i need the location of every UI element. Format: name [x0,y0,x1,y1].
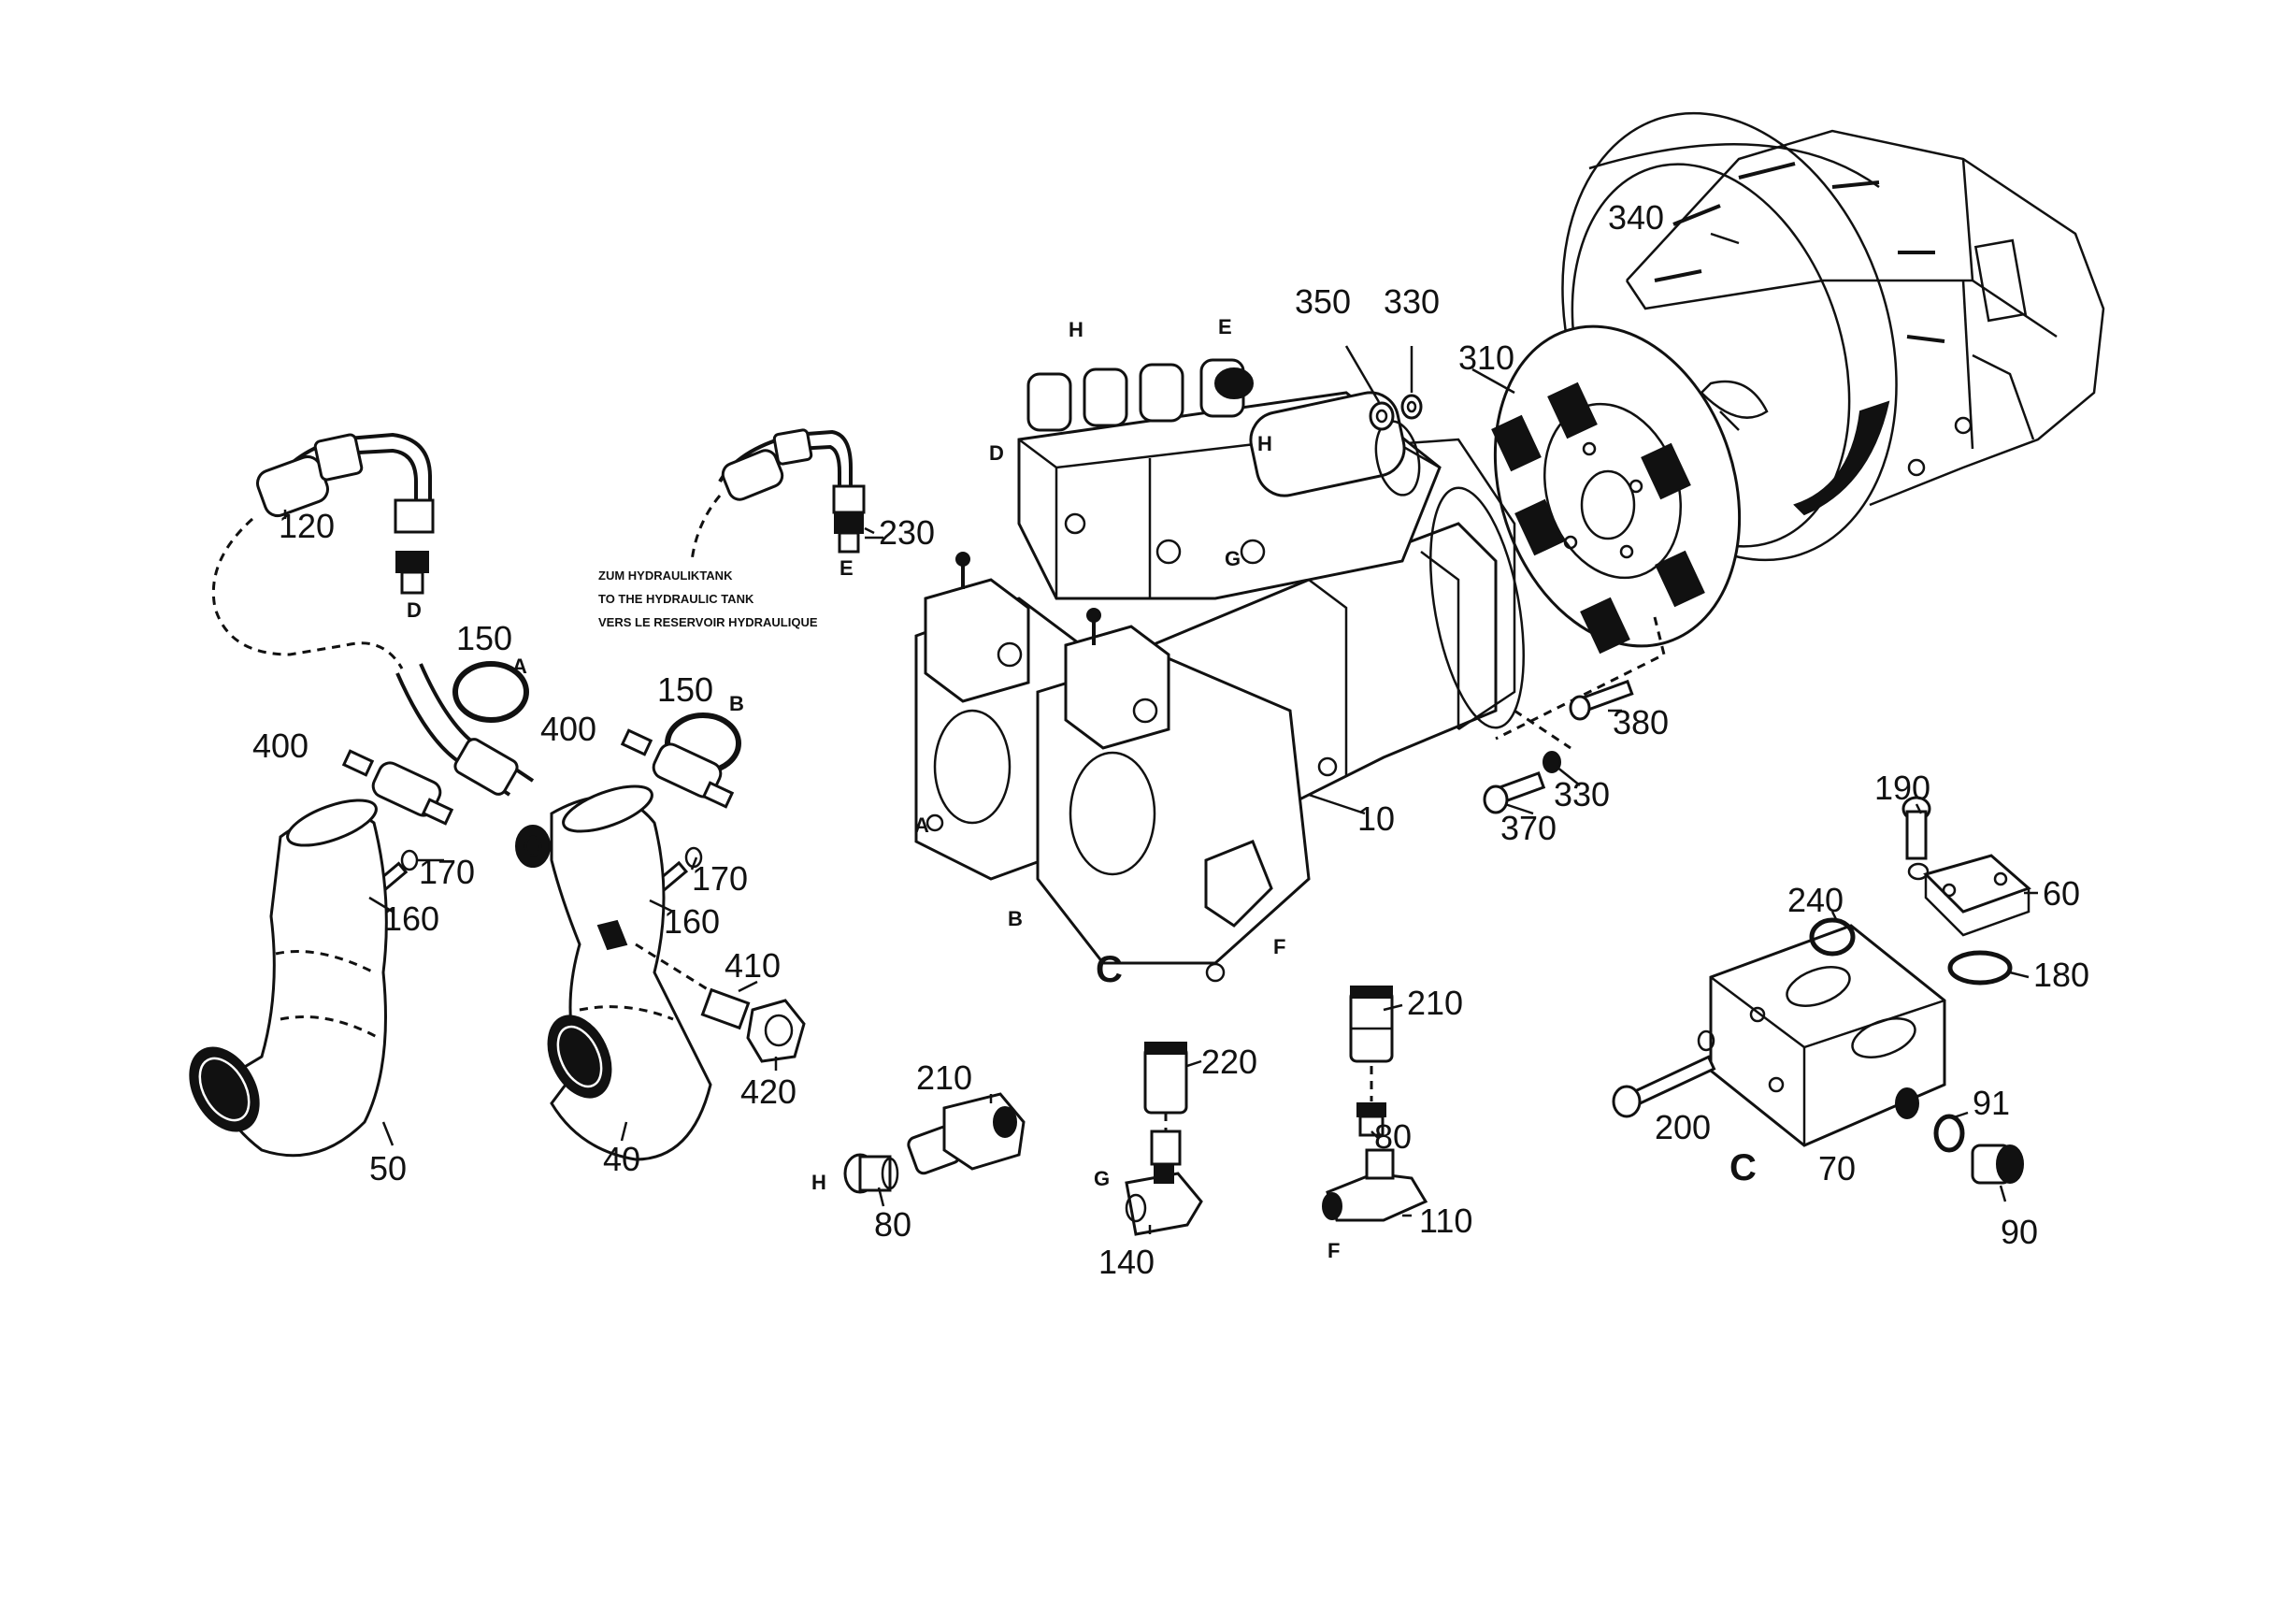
callout-350: 350 [1295,282,1351,321]
callout-110: 110 [1419,1202,1472,1240]
callout-190: 190 [1874,769,1930,807]
bolt-370 [1483,771,1546,814]
hydraulic-pump-10 [914,358,1525,983]
washer-330-top [1400,394,1423,420]
callout-91: 91 [1973,1084,2010,1122]
callout-230: 230 [879,513,935,552]
callout-80-right: 80 [1374,1117,1412,1156]
letter-D-fitting: D [407,598,422,622]
plug-80-H [843,1153,899,1194]
callout-400-right: 400 [540,710,596,748]
hydraulic-tank-note: ZUM HYDRAULIKTANK TO THE HYDRAULIC TANK … [598,569,818,629]
bolt-200 [1612,1029,1716,1118]
callout-210-left: 210 [916,1058,972,1097]
callout-410: 410 [725,946,781,985]
callout-420: 420 [740,1072,796,1111]
callout-170-right: 170 [692,859,748,898]
callout-220: 220 [1201,1043,1257,1081]
letter-G-block: G [1225,547,1241,570]
fitting-410 [635,943,751,1030]
letter-C-block: C [1729,1147,1757,1188]
tee-110 [1322,1066,1428,1222]
clamp-400-left [341,749,454,826]
hose-elbow-230 [690,428,883,562]
callout-210-right: 210 [1407,984,1463,1022]
bolt-380 [1569,679,1634,721]
letter-H-block: H [1257,432,1272,455]
fitting-220 [1143,1042,1188,1166]
callout-240: 240 [1787,881,1844,919]
connection-letters: H E D H G D E A B A B F H G F C C [407,315,1757,1262]
callout-380: 380 [1613,703,1669,741]
callout-10: 10 [1357,799,1395,838]
callout-120: 120 [279,507,335,545]
callout-140: 140 [1098,1243,1155,1281]
coupling-disc-310 [1491,324,1742,741]
letter-E-fitting: E [839,556,854,580]
letter-B-pump: B [1008,907,1023,930]
letter-A-oring: A [512,655,527,678]
callout-50: 50 [369,1149,407,1187]
callout-70: 70 [1818,1149,1856,1187]
callout-340: 340 [1608,198,1664,237]
bell-housing-340 [1625,129,2105,507]
letter-E-top: E [1218,315,1232,338]
letter-C-pump: C [1096,949,1123,990]
letter-H-fitting: H [811,1171,826,1194]
callout-310: 310 [1458,338,1514,377]
hose-segment [395,663,551,868]
letter-G-fitting: G [1094,1167,1110,1190]
callout-80-left: 80 [874,1205,911,1244]
tank-note-de: ZUM HYDRAULIKTANK [598,569,733,583]
cap-nut-420 [746,999,806,1063]
callout-numbers: 340 350 330 310 120 230 150 150 400 400 … [252,198,2089,1281]
tank-note-fr: VERS LE RESERVOIR HYDRAULIQUE [598,615,818,629]
callout-330-top: 330 [1384,282,1440,321]
o-ring-150-A [452,661,529,723]
guide-line-bolt [1514,709,1571,750]
suction-elbow-40 [547,784,712,1161]
fitting-D [395,551,429,595]
callout-330-bottom: 330 [1554,775,1610,813]
callout-180: 180 [2033,956,2089,994]
fitting-210-right [1349,986,1394,1063]
valve-block-70 [1709,924,1946,1147]
leader-lines [283,232,2038,1234]
tank-note-en: TO THE HYDRAULIC TANK [598,592,754,606]
fitting-210-left [907,1092,1026,1175]
washer-330-bottom [1543,751,1561,773]
washer-170-left [400,849,419,871]
letter-F-fitting: F [1327,1239,1340,1262]
callout-160-right: 160 [664,902,720,941]
callout-150-A: 150 [456,619,512,657]
clamp-400-right [620,728,735,809]
callout-200: 200 [1655,1108,1711,1146]
suction-elbow-50 [189,799,388,1158]
tee-140 [1125,1163,1203,1236]
plug-80-F [1356,1102,1386,1137]
callout-400-left: 400 [252,727,309,765]
o-ring-91 [1933,1114,1965,1153]
screw-190 [1901,796,1931,881]
letter-D-block: D [989,441,1004,465]
callout-40: 40 [603,1140,640,1178]
callout-60: 60 [2043,874,2080,913]
cover-plate-60 [1923,854,2031,937]
callout-170-left: 170 [419,853,475,891]
letter-A-pump: A [914,813,929,837]
callout-150-B: 150 [657,670,713,709]
callout-370: 370 [1500,809,1557,847]
letter-F-pump: F [1273,935,1285,958]
washer-350 [1369,401,1395,431]
o-ring-240 [1809,917,1856,957]
o-ring-180 [1947,950,2013,986]
callout-90: 90 [2001,1213,2038,1251]
hose-elbow-120 [211,432,435,669]
plug-90 [1971,1144,2024,1185]
callout-160-left: 160 [383,900,439,938]
letter-H-top: H [1069,318,1083,341]
letter-B-oring: B [729,692,744,715]
